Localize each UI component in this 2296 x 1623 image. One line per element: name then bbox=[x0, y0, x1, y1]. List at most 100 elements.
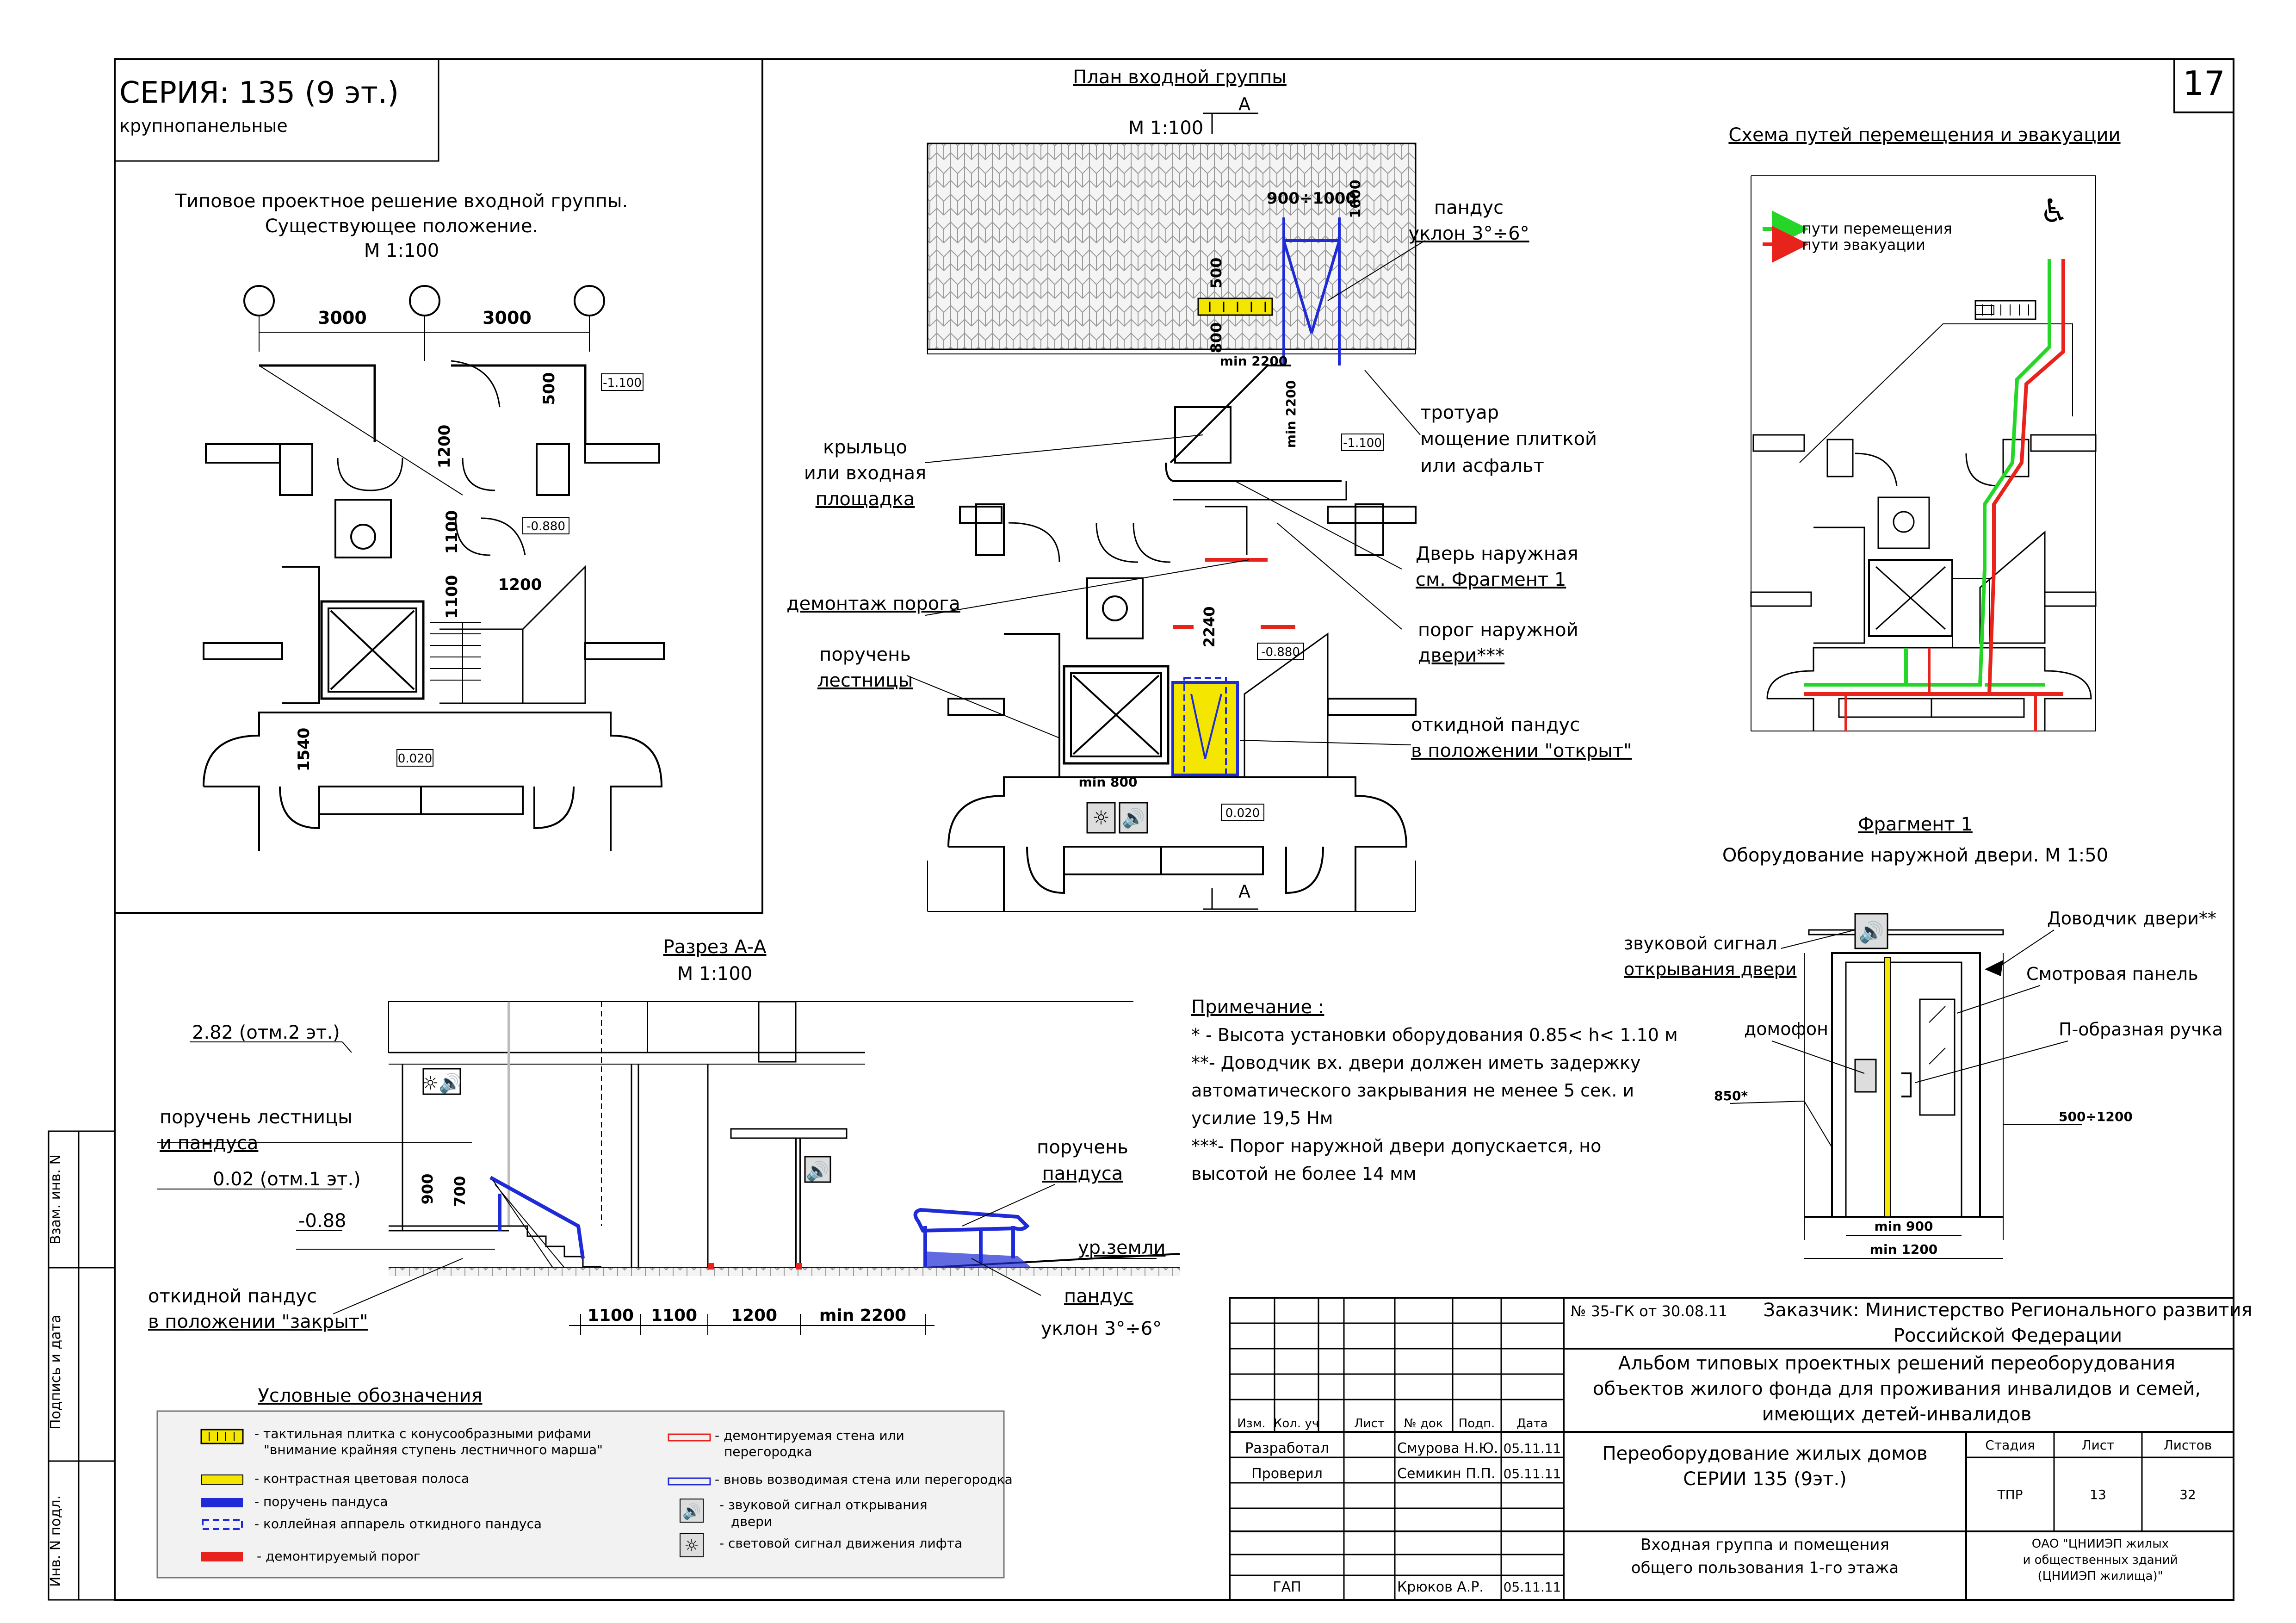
fragment-panel-label: Смотровая панель bbox=[2026, 964, 2198, 984]
existing-level-0880: -0.880 bbox=[526, 520, 565, 533]
section-title: Разрез А-А bbox=[663, 936, 767, 958]
section-dim-2: 1100 bbox=[651, 1306, 697, 1325]
fragment-intercom-label: домофон bbox=[1744, 1019, 1828, 1039]
existing-scale: М 1:100 bbox=[364, 240, 439, 261]
tb-sheet-header: Лист bbox=[2082, 1437, 2115, 1453]
plan-threshold-label-1: порог наружной bbox=[1418, 619, 1578, 641]
section-foldramp-label-2: в положении "закрыт" bbox=[148, 1311, 368, 1332]
legend-sound-icon: 🔊 bbox=[682, 1503, 701, 1520]
fragment-handle-label: П-образная ручка bbox=[2059, 1019, 2223, 1040]
existing-dim-3000-a: 3000 bbox=[318, 308, 367, 328]
legend-right-2: - вновь возводимая стена или перегородка bbox=[715, 1472, 1013, 1487]
notes-line-4: усилие 19,5 Нм bbox=[1191, 1108, 1333, 1128]
plan-light-signal-icon: ☼ bbox=[1092, 806, 1110, 829]
plan-door-label-2: см. Фрагмент 1 bbox=[1416, 569, 1566, 590]
plan-foldramp-label-2: в положении "открыт" bbox=[1411, 740, 1632, 762]
tb-stage: ТПР bbox=[1997, 1487, 2023, 1502]
plan-section-mark-bottom: А bbox=[1238, 881, 1250, 902]
notes-line-3: автоматического закрывания не менее 5 се… bbox=[1191, 1080, 1634, 1101]
plan-threshold-label-2: двери*** bbox=[1418, 645, 1504, 666]
legend-light-icon: ☼ bbox=[684, 1536, 699, 1555]
fragment-sound-label-1: звуковой сигнал bbox=[1624, 933, 1777, 954]
plan-handrail-label-2: лестницы bbox=[817, 670, 913, 691]
plan-sidewalk-label-1: тротуар bbox=[1420, 402, 1499, 423]
tb-hdr-izm: Изм. bbox=[1237, 1417, 1265, 1431]
existing-dim-3000-b: 3000 bbox=[483, 308, 532, 328]
tb-org-2: и общественных зданий bbox=[2023, 1553, 2178, 1567]
plan-scale: М 1:100 bbox=[1128, 118, 1204, 139]
tb-work-1: Переоборудование жилых домов bbox=[1603, 1443, 1928, 1464]
tb-date-3: 05.11.11 bbox=[1504, 1580, 1561, 1595]
existing-dim-1540: 1540 bbox=[295, 728, 313, 772]
fragment-dim-500-1200: 500÷1200 bbox=[2059, 1109, 2133, 1124]
stamp-replace-inv: Взам. инв. N bbox=[48, 1154, 64, 1245]
tb-doc-number: № 35-ГК от 30.08.11 bbox=[1571, 1302, 1727, 1320]
section-level-088: -0.88 bbox=[298, 1210, 347, 1232]
existing-level-1100: -1.100 bbox=[603, 376, 642, 390]
existing-dim-1200-h: 1200 bbox=[498, 576, 542, 594]
plan-dim-900-1000: 900÷1000 bbox=[1267, 189, 1356, 208]
tb-name-1: Смурова Н.Ю. bbox=[1397, 1440, 1498, 1456]
section-foldramp-label-1: откидной пандус bbox=[148, 1286, 317, 1307]
fragment-sound-icon: 🔊 bbox=[1859, 920, 1884, 944]
plan-dim-min800: min 800 bbox=[1079, 774, 1138, 790]
evac-wheelchair-icon: ♿ bbox=[2040, 192, 2069, 230]
tb-name-2: Семикин П.П. bbox=[1397, 1466, 1496, 1482]
tb-sheets-header: Листов bbox=[2164, 1437, 2212, 1453]
series-subtitle: крупнопанельные bbox=[119, 116, 288, 136]
tb-hdr-list: Лист bbox=[1354, 1417, 1385, 1431]
title-block: № 35-ГК от 30.08.11 Заказчик: Министерст… bbox=[1229, 1297, 2253, 1601]
legend-left-3: - поручень пандуса bbox=[254, 1494, 388, 1509]
plan-dim-min2200-h: min 2200 bbox=[1220, 353, 1287, 369]
plan-sidewalk-label-3: или асфальт bbox=[1420, 455, 1544, 477]
existing-dim-1200-v: 1200 bbox=[435, 425, 454, 469]
notes-line-5: ***- Порог наружной двери допускается, н… bbox=[1191, 1136, 1601, 1156]
legend-left-1a: - тактильная плитка с конусообразными ри… bbox=[254, 1426, 591, 1441]
legend-left-2: - контрастная цветовая полоса bbox=[254, 1471, 469, 1486]
tb-customer-1: Заказчик: Министерство Регионального раз… bbox=[1763, 1300, 2252, 1321]
legend-left-1b: "внимание крайняя ступень лестничного ма… bbox=[264, 1442, 603, 1457]
movement-route bbox=[1804, 259, 2051, 687]
section-dim-700: 700 bbox=[451, 1176, 469, 1207]
section-handrail-label-2: и пандуса bbox=[160, 1133, 258, 1154]
plan-section-mark-top: А bbox=[1238, 94, 1250, 114]
evac-legend-move: пути перемещения bbox=[1802, 220, 1952, 237]
tb-sheet: 13 bbox=[2090, 1487, 2106, 1502]
fragment-1: Фрагмент 1 Оборудование наружной двери. … bbox=[1624, 814, 2223, 1259]
notes-title: Примечание : bbox=[1191, 997, 1324, 1018]
fragment-subtitle: Оборудование наружной двери. М 1:50 bbox=[1722, 845, 2108, 866]
fragment-sound-label-2: открывания двери bbox=[1624, 959, 1797, 979]
tb-hdr-date: Дата bbox=[1516, 1417, 1547, 1431]
legend-left-4: - коллейная аппарель откидного пандуса bbox=[254, 1516, 542, 1531]
plan-porch-label-2: или входная bbox=[804, 463, 926, 484]
sheet-frame bbox=[48, 58, 2234, 1601]
notes-line-6: высотой не более 14 мм bbox=[1191, 1164, 1417, 1184]
section-dim-3: 1200 bbox=[731, 1306, 777, 1325]
plan-porch-label-3: площадка bbox=[816, 489, 915, 510]
tb-desc-1: Входная группа и помещения bbox=[1640, 1536, 1889, 1554]
plan-foldramp-label-1: откидной пандус bbox=[1411, 714, 1580, 736]
section-light-signal-icon: ☼🔊 bbox=[422, 1072, 462, 1094]
tb-role-2: Проверил bbox=[1251, 1466, 1323, 1482]
tb-album-2: объектов жилого фонда для проживания инв… bbox=[1593, 1378, 2201, 1400]
stamp-inv-orig: Инв. N подл. bbox=[48, 1495, 64, 1587]
plan-dim-1600: 1600 bbox=[1348, 180, 1364, 218]
tb-hdr-ndoc: № док bbox=[1404, 1417, 1443, 1431]
section-ramp-label-2: уклон 3°÷6° bbox=[1041, 1318, 1162, 1339]
tb-org-1: ОАО "ЦНИИЭП жилых bbox=[2032, 1537, 2169, 1551]
section-sound-signal-icon: 🔊 bbox=[806, 1160, 829, 1182]
section-dim-4: min 2200 bbox=[819, 1306, 906, 1325]
plan-threshold-removal-label: демонтаж порога bbox=[786, 593, 960, 614]
existing-dim-1100-b: 1100 bbox=[443, 575, 461, 619]
fragment-dim-min1200: min 1200 bbox=[1870, 1242, 1937, 1257]
tb-hdr-podp: Подп. bbox=[1459, 1417, 1495, 1431]
tb-work-2: СЕРИИ 135 (9эт.) bbox=[1683, 1468, 1847, 1490]
plan-porch-label-1: крыльцо bbox=[823, 437, 907, 458]
existing-title-2: Существующее положение. bbox=[265, 216, 538, 237]
existing-level-0020: 0.020 bbox=[398, 752, 432, 766]
plan-level-1100: -1.100 bbox=[1343, 436, 1382, 450]
fragment-closer-label: Доводчик двери** bbox=[2047, 908, 2216, 929]
tb-album-1: Альбом типовых проектных решений переобо… bbox=[1618, 1353, 2175, 1374]
existing-title-1: Типовое проектное решение входной группы… bbox=[175, 191, 628, 212]
